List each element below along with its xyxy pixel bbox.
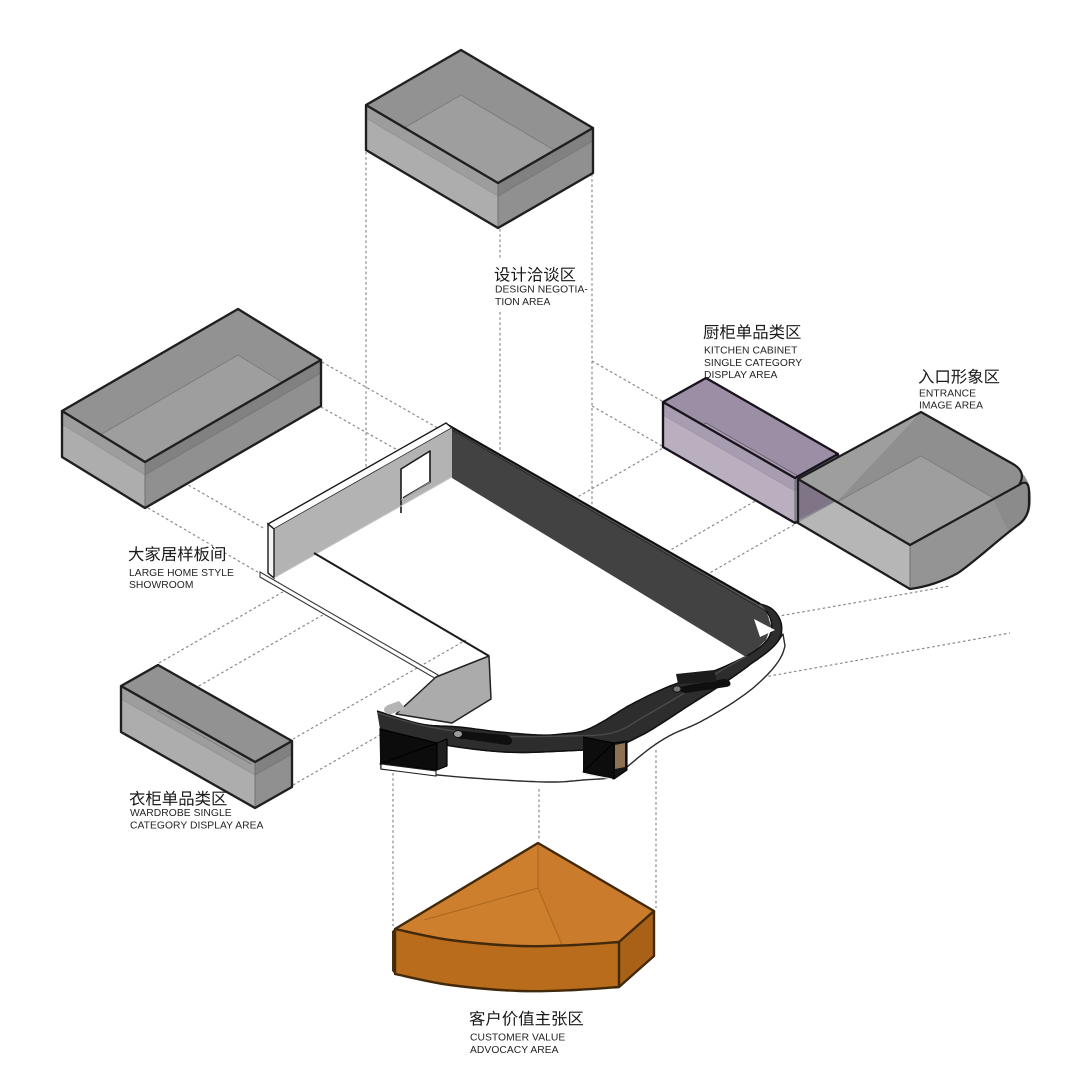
svg-text:DESIGN NEGOTIA-TION AREA: DESIGN NEGOTIA-TION AREA: [495, 285, 588, 308]
